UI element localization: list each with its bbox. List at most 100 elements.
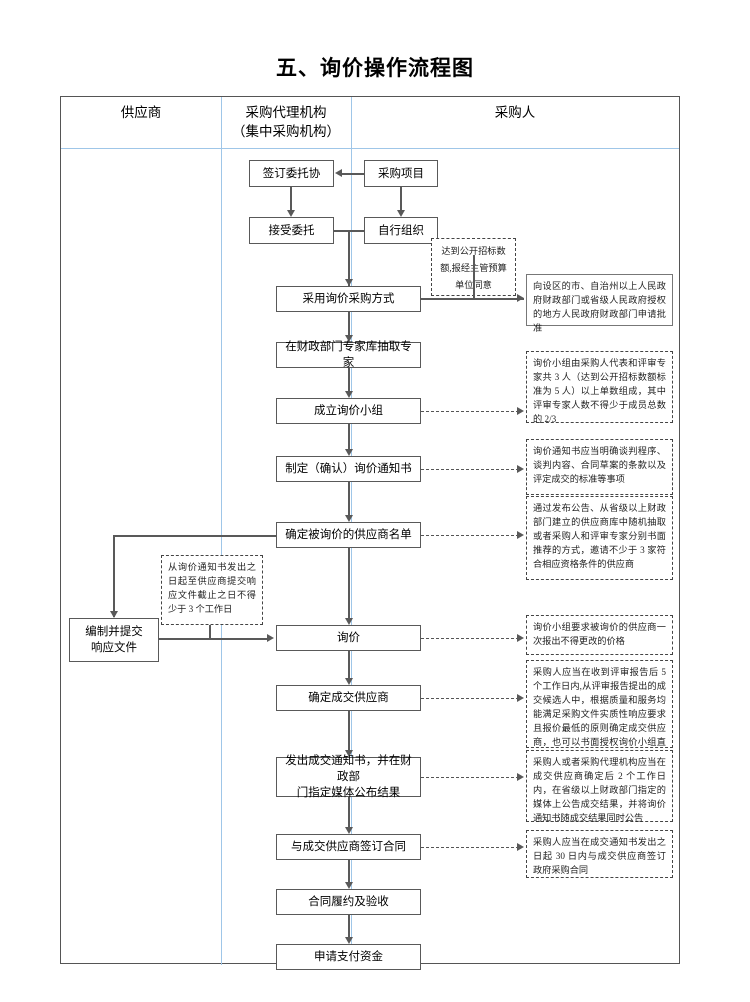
node-sign-contract[interactable]: 与成交供应商签订合同 <box>276 834 421 860</box>
connector-group-to-notice <box>348 424 350 451</box>
arrowhead-issue-to-contract <box>344 827 353 834</box>
note-contract-deadline-text: 采购人应当在成交通知书发出之日起 30 日内与成交供应商签订政府采购合同 <box>533 837 666 875</box>
node-draw-experts[interactable]: 在财政部门专家库抽取专家 <box>276 341 421 369</box>
arrowhead-list-to-inquiry <box>344 618 353 625</box>
page-title: 五、询价操作流程图 <box>276 56 474 80</box>
header-rule <box>61 148 679 149</box>
node-prepare-submit[interactable]: 编制并提交 响应文件 <box>69 618 159 662</box>
arrowhead-adopt-to-approval <box>517 293 524 302</box>
node-form-group-label: 成立询价小组 <box>314 405 383 417</box>
column-header-agency-sublabel: （集中采购机构） <box>232 124 340 139</box>
connector-threshold-drop <box>473 255 475 299</box>
node-form-group[interactable]: 成立询价小组 <box>276 398 421 424</box>
connector-adopt-to-experts <box>348 312 350 335</box>
arrowhead-group-to-notice <box>344 449 353 456</box>
connector-list-to-inquiry <box>348 548 350 622</box>
note-one-time-quote-text: 询价小组要求被询价的供应商一次报出不得更改的价格 <box>533 622 666 646</box>
arrowhead-inquiry-to-note <box>517 633 524 642</box>
connector-contract-to-note <box>421 847 519 848</box>
node-inquiry[interactable]: 询价 <box>276 625 421 651</box>
node-prepare-submit-line1: 编制并提交 <box>85 626 143 638</box>
note-notice-content-text: 询价通知书应当明确谈判程序、谈判内容、合同草案的条款以及评定成交的标准等事项 <box>533 446 666 484</box>
note-response-deadline-text: 从询价通知书发出之日起至供应商提交响应文件截止之日不得少于 3 个工作日 <box>168 562 256 614</box>
node-issue-notice-line2: 门指定媒体公布结果 <box>296 787 401 799</box>
node-self-organize-label: 自行组织 <box>378 224 424 237</box>
arrowhead-sign-to-accept <box>286 210 295 217</box>
node-determine-list-label: 确定被询价的供应商名单 <box>285 529 412 541</box>
connector-issue-to-note <box>421 777 519 778</box>
note-winner-determination-text: 采购人应当在收到评审报告后 5 个工作日内,从评审报告提出的成交候选人中，根据质… <box>533 667 666 761</box>
node-make-notice-label: 制定（确认）询价通知书 <box>285 463 412 475</box>
arrowhead-group-to-note <box>517 406 524 415</box>
connector-winner-to-issue <box>348 711 350 753</box>
node-performance-acceptance[interactable]: 合同履约及验收 <box>276 889 421 915</box>
node-sign-contract-label: 与成交供应商签订合同 <box>291 841 406 853</box>
note-approval-text: 向设区的市、自治州以上人民政府财政部门或省级人民政府授权的地方人民政府财政部门申… <box>533 281 666 333</box>
connector-inquiry-to-winner <box>348 651 350 681</box>
node-issue-notice[interactable]: 发出成交通知书，并在财政部 门指定媒体公布结果 <box>276 755 421 799</box>
connector-group-to-note <box>421 411 519 412</box>
column-divider-1 <box>221 97 222 965</box>
connector-experts-to-group <box>348 368 350 393</box>
arrowhead-contract-to-note <box>517 842 524 851</box>
column-header-agency: 采购代理机构 （集中采购机构） <box>221 103 351 141</box>
note-result-announcement: 采购人或者采购代理机构应当在成交供应商确定后 2 个工作日内，在省级以上财政部门… <box>526 750 673 823</box>
note-winner-determination: 采购人应当在收到评审报告后 5 个工作日内,从评审报告提出的成交候选人中，根据质… <box>526 660 673 761</box>
note-group-composition-text: 询价小组由采购人代表和评审专家共 3 人（达到公开招标数额标准为 5 人）以上单… <box>533 358 666 424</box>
node-apply-payment[interactable]: 申请支付资金 <box>276 944 421 970</box>
node-issue-notice-line1: 发出成交通知书，并在财政部 <box>285 755 412 783</box>
connector-contract-to-acceptance <box>348 860 350 885</box>
node-determine-winner-label: 确定成交供应商 <box>308 692 389 704</box>
arrowhead-notice-to-note <box>517 464 524 473</box>
arrowhead-supplier-drop <box>109 611 118 618</box>
node-self-organize[interactable]: 自行组织 <box>364 217 438 244</box>
arrowhead-acceptance-to-payment <box>344 937 353 944</box>
node-sign-entrust-label: 签订委托协 <box>262 167 321 180</box>
flowchart-frame: 供应商 采购代理机构 （集中采购机构） 采购人 签订委托协 采购项目 接受委托 … <box>60 96 680 970</box>
connector-list-to-note <box>421 535 519 536</box>
node-accept-entrust[interactable]: 接受委托 <box>249 217 334 244</box>
node-purchase-project[interactable]: 采购项目 <box>364 160 438 187</box>
note-supplier-selection-text: 通过发布公告、从省级以上财政部门建立的供应商库中随机抽取或者采购人和评审专家分别… <box>533 503 666 569</box>
connector-join-down <box>348 230 350 286</box>
connector-deadline-riser <box>209 625 211 639</box>
node-performance-acceptance-label: 合同履约及验收 <box>308 896 389 908</box>
node-draw-experts-label: 在财政部门专家库抽取专家 <box>285 341 412 369</box>
connector-adopt-to-approval <box>421 298 524 300</box>
connector-notice-to-note <box>421 469 519 470</box>
connector-sign-to-accept <box>290 187 292 210</box>
node-adopt-inquiry[interactable]: 采用询价采购方式 <box>276 286 421 312</box>
node-inquiry-label: 询价 <box>337 632 360 644</box>
node-determine-winner[interactable]: 确定成交供应商 <box>276 685 421 711</box>
arrowhead-notice-to-list <box>344 515 353 522</box>
arrowhead-winner-to-issue <box>344 750 353 757</box>
note-group-composition: 询价小组由采购人代表和评审专家共 3 人（达到公开招标数额标准为 5 人）以上单… <box>526 351 673 424</box>
arrowhead-contract-to-acceptance <box>344 882 353 889</box>
connector-project-to-self <box>400 187 402 210</box>
arrowhead-winner-to-note <box>517 693 524 702</box>
node-make-notice[interactable]: 制定（确认）询价通知书 <box>276 456 421 482</box>
connector-notice-to-list <box>348 482 350 517</box>
column-header-supplier: 供应商 <box>61 103 221 122</box>
note-result-announcement-text: 采购人或者采购代理机构应当在成交供应商确定后 2 个工作日内，在省级以上财政部门… <box>533 757 666 823</box>
connector-submit-to-inquiry <box>159 638 269 640</box>
note-notice-content: 询价通知书应当明确谈判程序、谈判内容、合同草案的条款以及评定成交的标准等事项 <box>526 439 673 495</box>
column-header-purchaser: 采购人 <box>351 103 679 122</box>
arrowhead-list-to-note <box>517 530 524 539</box>
connector-list-to-supplier-left <box>113 535 276 537</box>
arrowhead-join-down <box>344 279 353 286</box>
node-adopt-inquiry-label: 采用询价采购方式 <box>302 293 395 305</box>
node-purchase-project-label: 采购项目 <box>378 167 424 180</box>
node-determine-list[interactable]: 确定被询价的供应商名单 <box>276 522 421 548</box>
node-apply-payment-label: 申请支付资金 <box>314 951 383 963</box>
node-sign-entrust[interactable]: 签订委托协 <box>249 160 334 187</box>
note-one-time-quote: 询价小组要求被询价的供应商一次报出不得更改的价格 <box>526 615 673 655</box>
connector-winner-to-note <box>421 698 519 699</box>
node-prepare-submit-line2: 响应文件 <box>91 642 137 654</box>
connector-inquiry-to-note <box>421 638 519 639</box>
connector-project-to-sign <box>342 173 364 175</box>
arrowhead-submit-to-inquiry <box>267 633 274 642</box>
arrowhead-experts-to-group <box>344 391 353 398</box>
arrowhead-inquiry-to-winner <box>344 678 353 685</box>
node-accept-entrust-label: 接受委托 <box>268 224 315 237</box>
